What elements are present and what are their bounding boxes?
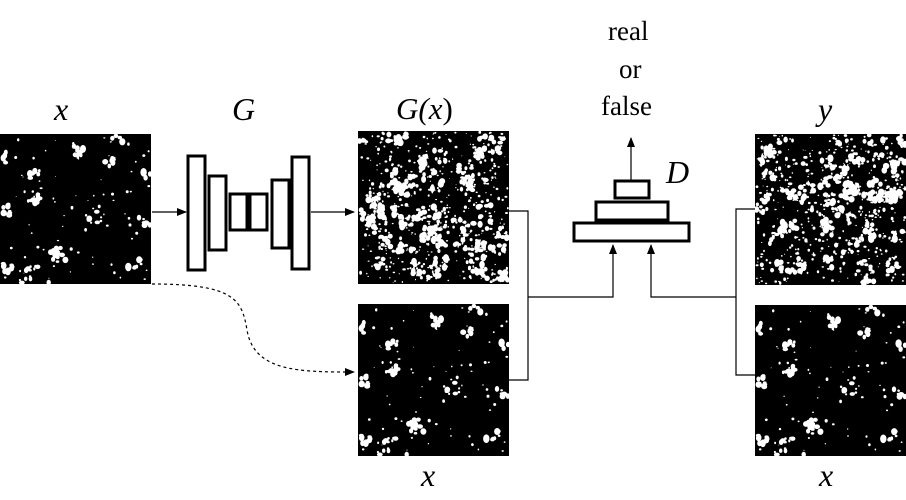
- generated-label-var: x: [428, 91, 443, 126]
- generated-label-prefix: G(: [396, 91, 429, 126]
- discriminator-block: [572, 179, 691, 243]
- connector-real-pair-join: [647, 244, 736, 298]
- generated-label-suffix: ): [442, 91, 453, 126]
- connector-real-pair-to-D: [735, 208, 755, 376]
- output-false-label: false: [601, 91, 652, 121]
- discriminator-label: D: [666, 154, 690, 190]
- condition-x-image: [358, 303, 511, 458]
- generated-gx-image: [356, 130, 510, 284]
- condition-x-label: x: [421, 457, 436, 493]
- target-y-label: y: [818, 91, 833, 127]
- generated-label: G(x): [396, 93, 453, 124]
- condition-x-right-label: x: [819, 457, 834, 493]
- condition-x-right-image: [755, 304, 906, 458]
- connector-fake-pair-join: [528, 244, 617, 298]
- input-x-image: [0, 133, 153, 286]
- output-real-label: real: [608, 16, 649, 46]
- generator-block: [186, 154, 311, 272]
- connector-fake-pair-to-D: [509, 210, 529, 381]
- target-y-image: [753, 132, 906, 287]
- dashed-condition-connector: [151, 283, 355, 376]
- input-x-label: x: [54, 91, 69, 127]
- output-or-label: or: [619, 54, 642, 84]
- generator-label: G: [232, 91, 256, 127]
